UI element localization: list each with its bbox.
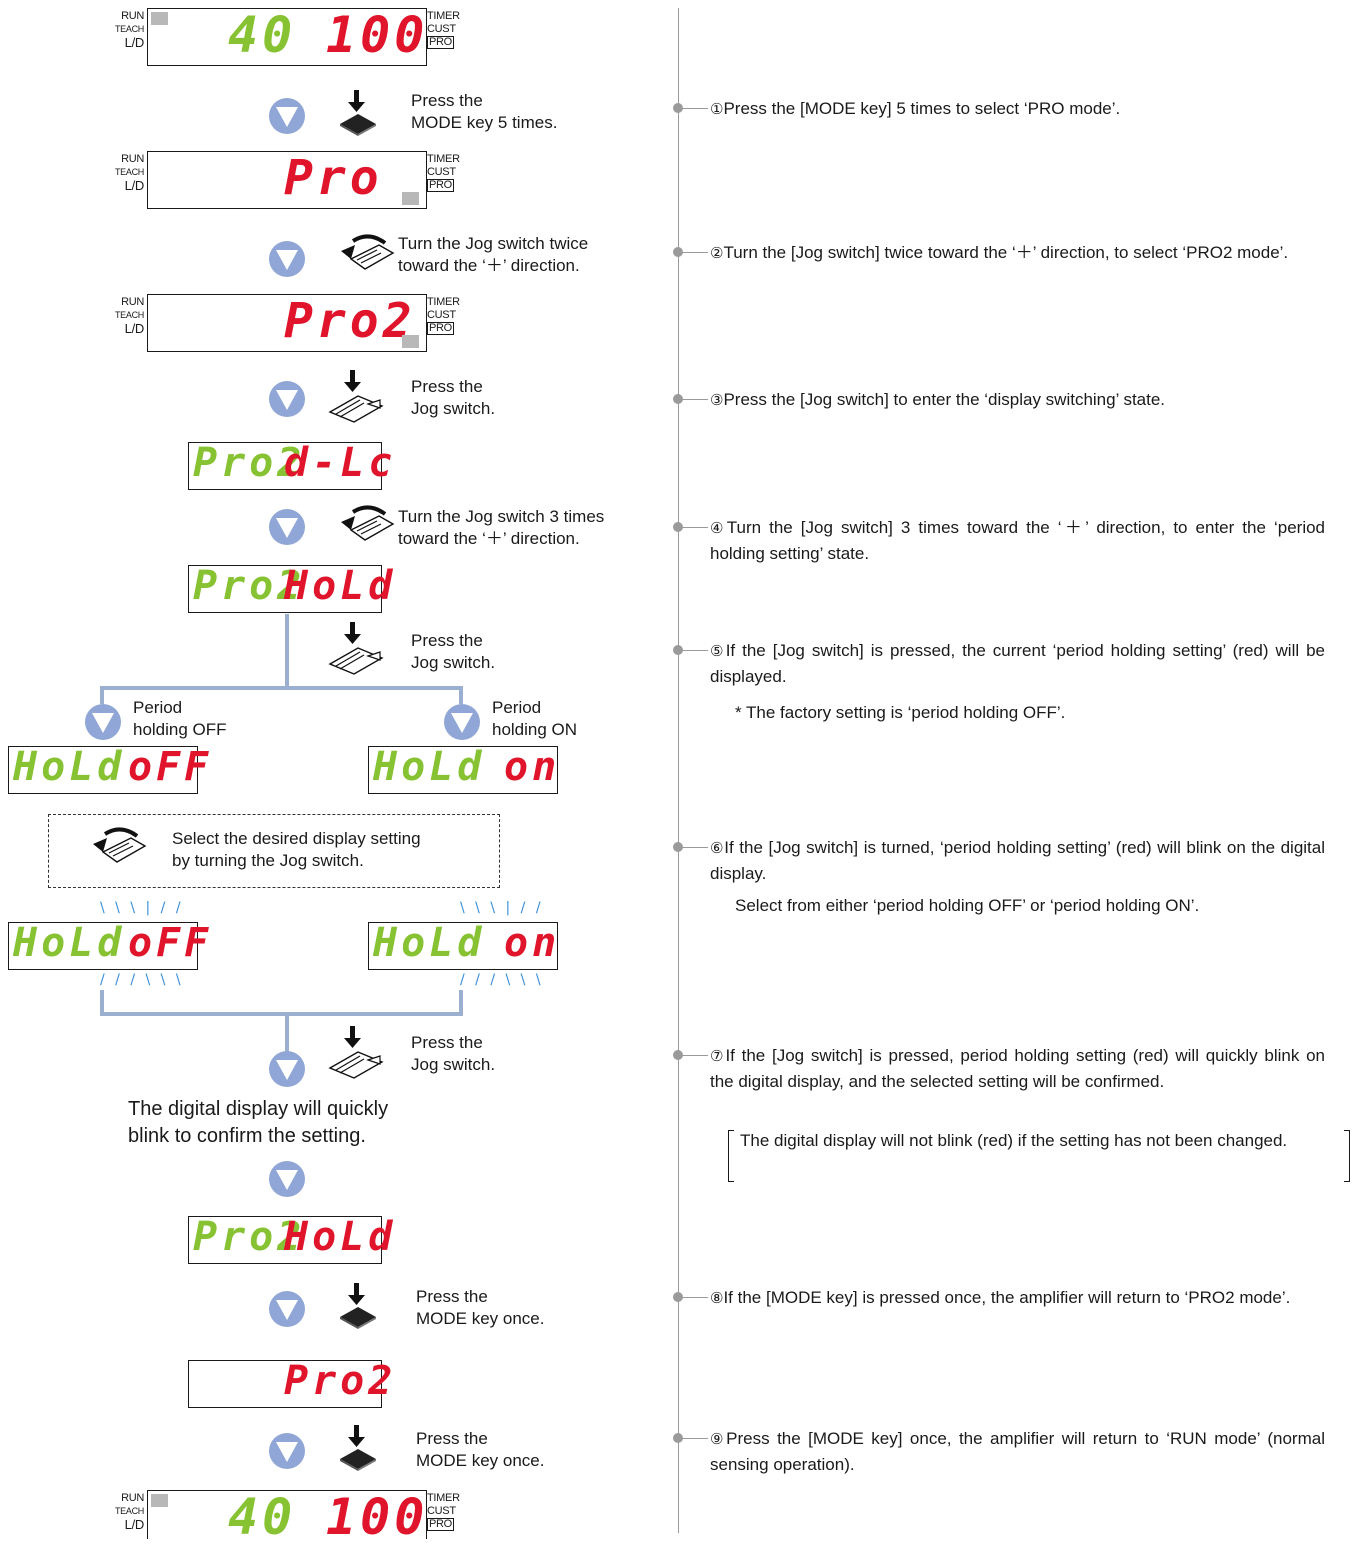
down-arrow-icon xyxy=(269,1291,305,1327)
blink-marks: \ \ \ | / / xyxy=(460,900,544,916)
display-pro2-hold-confirmed xyxy=(188,1216,382,1264)
run-indicator xyxy=(151,12,168,25)
step-8: ⑧If the [MODE key] is pressed once, the … xyxy=(710,1288,1291,1307)
step-2: ②Turn the [Jog switch] twice toward the … xyxy=(710,243,1289,262)
display-pro2: Pro2 xyxy=(284,293,416,349)
display-pro: Pro xyxy=(284,150,383,206)
jog-turn-icon xyxy=(341,505,395,541)
down-arrow-icon xyxy=(269,98,305,134)
down-arrow-icon xyxy=(444,704,480,740)
blink-marks: \ \ \ | / / xyxy=(100,900,184,916)
label-teach: TEACH xyxy=(114,24,144,34)
note-bracket-left xyxy=(728,1130,734,1182)
label-pro: PRO xyxy=(427,36,454,49)
display-value-red: 100 xyxy=(326,6,429,64)
down-arrow-icon xyxy=(269,1433,305,1469)
display-pro2-return xyxy=(188,1360,382,1408)
mode-key-icon xyxy=(340,90,376,136)
display-hold-off xyxy=(8,746,198,794)
select-instruction-box xyxy=(48,814,500,888)
step-1: ①Press the [MODE key] 5 times to select … xyxy=(710,99,1121,118)
display-pro2-hold xyxy=(188,565,382,613)
jog-turn-icon xyxy=(93,827,147,863)
jog-turn-icon xyxy=(341,234,395,270)
blink-marks: / / / \ \ \ xyxy=(460,972,544,988)
branch-line xyxy=(285,614,289,688)
note-bracket-right xyxy=(1344,1130,1350,1182)
blink-marks: / / / \ \ \ xyxy=(100,972,184,988)
display-hold-on-blink xyxy=(368,922,558,970)
down-arrow-icon xyxy=(85,704,121,740)
step-6-detail: Select from either ‘period holding OFF’ … xyxy=(735,896,1200,915)
down-arrow-icon xyxy=(269,241,305,277)
label-run: RUN xyxy=(121,10,144,22)
down-arrow-icon xyxy=(269,381,305,417)
step-9: ⑨Press the [MODE key] once, the amplifie… xyxy=(710,1429,1325,1474)
step-5: ⑤If the [Jog switch] is pressed, the cur… xyxy=(710,641,1325,686)
label-timer: TIMER xyxy=(427,10,460,22)
step-5-note: * The factory setting is ‘period holding… xyxy=(735,703,1066,722)
column-divider xyxy=(678,8,679,1533)
label-ld: L/D xyxy=(124,35,145,50)
step-7-note: The digital display will not blink (red)… xyxy=(740,1131,1288,1150)
jog-press-icon xyxy=(328,622,384,675)
down-arrow-icon xyxy=(269,1051,305,1087)
jog-press-icon xyxy=(328,1026,384,1079)
step-3: ③Press the [Jog switch] to enter the ‘di… xyxy=(710,390,1166,409)
jog-press-icon xyxy=(328,370,384,423)
step-7: ⑦If the [Jog switch] is pressed, period … xyxy=(710,1046,1325,1091)
down-arrow-icon xyxy=(269,509,305,545)
mode-key-icon xyxy=(340,1425,376,1471)
display-value-green: 40 xyxy=(228,6,297,64)
step-4: ④Turn the [Jog switch] 3 times toward th… xyxy=(710,518,1326,563)
mode-key-icon xyxy=(340,1283,376,1329)
display-hold-on xyxy=(368,746,558,794)
step-6: ⑥If the [Jog switch] is turned, ‘period … xyxy=(710,838,1325,883)
display-pro2-dlc xyxy=(188,442,382,490)
label-cust: CUST xyxy=(427,23,456,35)
down-arrow-icon xyxy=(269,1161,305,1197)
display-hold-off-blink xyxy=(8,922,198,970)
